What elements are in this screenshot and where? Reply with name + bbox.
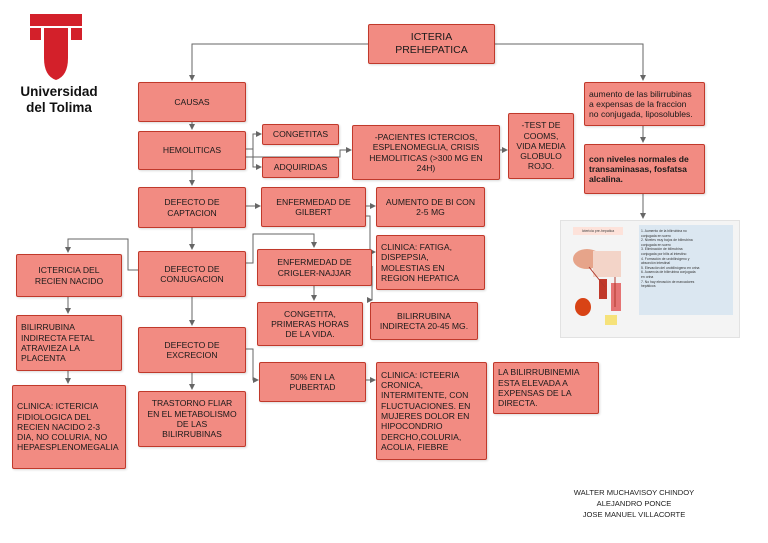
node-niveles-normales: con niveles normales de transaminasas, f…	[584, 144, 705, 194]
node-defecto-captacion: DEFECTO DE CAPTACION	[138, 187, 246, 228]
liver-illustration-icon	[573, 249, 621, 325]
author-2: ALEJANDRO PONCE	[596, 499, 672, 508]
node-bilirrubina-placenta: BILIRRUBINA INDIRECTA FETAL ATRAVIEZA LA…	[16, 315, 122, 371]
edge-excrecion-pubertad	[246, 348, 259, 383]
node-congetita-primeras: CONGETITA, PRIMERAS HORAS DE LA VIDA.	[257, 302, 363, 346]
ictericia-diagram-image: Ictericia pre-hepatica 1. Aumento de la …	[560, 220, 740, 338]
node-trastorno-fliar: TRASTORNO FLIAR EN EL METABOLISMO DE LAS…	[138, 391, 246, 447]
authors: WALTER MUCHAVISOY CHINDOY ALEJANDRO PONC…	[553, 487, 715, 520]
node-clinica-recien-nacido: CLINICA: ICTERICIA FIDIOLOGICA DEL RECIE…	[12, 385, 126, 469]
node-pacientes: -PACIENTES ICTERCIOS, ESPLENOMEGLIA, CRI…	[352, 125, 500, 180]
node-ictericia-recien-nacido: ICTERICIA DEL RECIEN NACIDO	[16, 254, 122, 297]
node-aumento-bilirrubinas: aumento de las bilirrubinas a expensas d…	[584, 82, 705, 126]
edge-gilbert-clinica	[366, 215, 376, 255]
node-test-coombs: -TEST DE COOMS, VIDA MEDIA GLOBULO ROJO.	[508, 113, 574, 179]
university-name: Universidad del Tolima	[20, 84, 98, 115]
node-crigler-najjar: ENFERMEDAD DE CRIGLER-NAJJAR	[257, 249, 372, 286]
node-defecto-conjugacion: DEFECTO DE CONJUGACION	[138, 251, 246, 297]
node-clinica-fatiga: CLINICA: FATIGA, DISPEPSIA, MOLESTIAS EN…	[376, 235, 485, 290]
node-ictericia-prehepatica: ICTERIA PREHEPATICA	[368, 24, 495, 64]
edge-hemo-adquiridas	[252, 149, 262, 170]
node-congenitas: CONGETITAS	[262, 124, 339, 145]
edge-hemo-congenitas	[246, 131, 262, 150]
edge-root-causas	[189, 43, 368, 81]
node-bilirrubinemia: LA BILIRRUBINEMIA ESTA ELEVADA A EXPENSA…	[493, 362, 599, 414]
node-aumento-bi: AUMENTO DE BI CON 2-5 MG	[376, 187, 485, 227]
thumbnail-panel	[639, 225, 733, 315]
node-hemoliticas: HEMOLITICAS	[138, 131, 246, 170]
edge-conj-crigler	[246, 233, 317, 264]
node-clinica-cronica: CLINICA: ICTEERIA CRONICA, INTERMITENTE,…	[376, 362, 487, 460]
thumbnail-title: Ictericia pre-hepatica	[573, 227, 623, 235]
author-3: JOSE MANUEL VILLACORTE	[582, 510, 686, 519]
node-gilbert: ENFERMEDAD DE GILBERT	[261, 187, 366, 227]
node-causas: CAUSAS	[138, 82, 246, 122]
node-defecto-excrecion: DEFECTO DE EXCRECION	[138, 327, 246, 373]
university-logo-icon	[30, 14, 82, 80]
edge-hemo-pacientes	[246, 147, 352, 158]
thumbnail-items: 1. Aumento de la bilirrubina no conjugad…	[641, 229, 700, 289]
author-1: WALTER MUCHAVISOY CHINDOY	[573, 488, 695, 497]
node-pubertad: 50% EN LA PUBERTAD	[259, 362, 366, 402]
node-bilirrubina-indirecta: BILIRRUBINA INDIRECTA 20-45 MG.	[370, 302, 478, 340]
edge-conj-rn	[65, 238, 138, 271]
edge-root-aumento	[495, 43, 646, 81]
node-adquiridas: ADQUIRIDAS	[262, 157, 339, 178]
